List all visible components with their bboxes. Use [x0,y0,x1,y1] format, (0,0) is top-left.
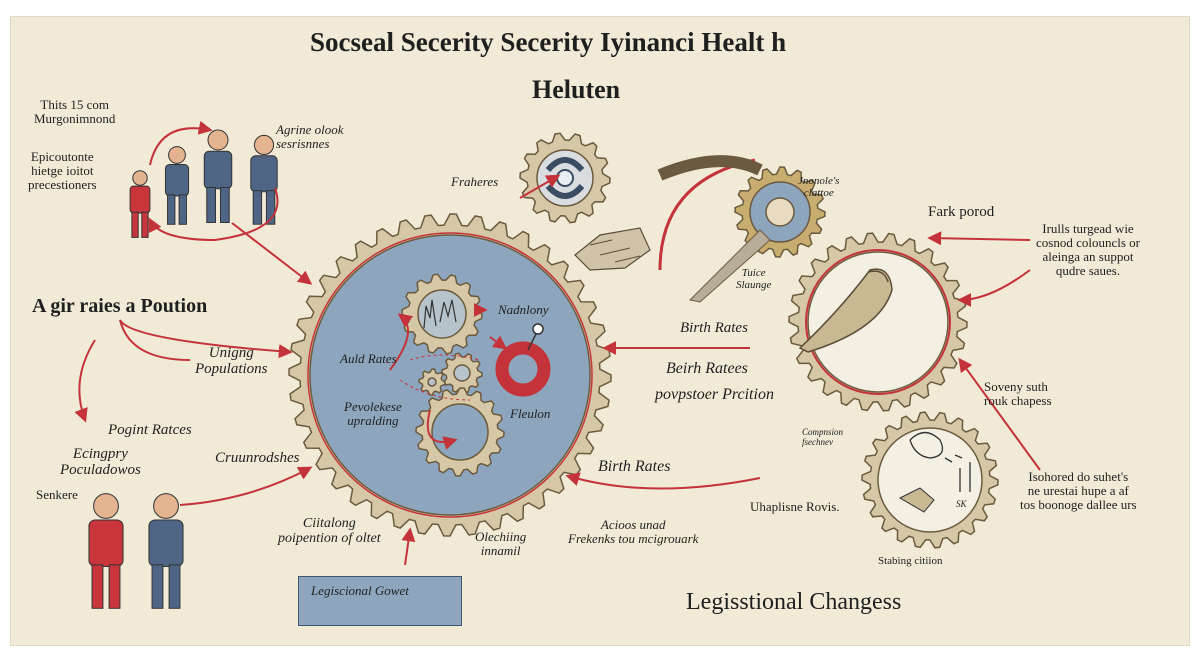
arrow-icon [489,335,508,350]
label-birth-rates-3: Birth Rates [598,458,671,475]
label-senkere: Senkere [36,487,78,502]
label-poypstoer: povpstoer Prcition [655,386,774,403]
label-compnsion: Compnsion fsechnev [802,427,844,447]
arrow-icon [426,409,458,450]
label-auld-rates: Auld Rates [340,351,397,366]
person-icon [129,170,151,238]
arrow-icon [958,357,1041,471]
arrow-icon [927,231,1031,246]
person-icon [203,129,233,223]
lever-icon [688,229,771,303]
label-soveny: Soveny suth rouk chapess [984,379,1052,409]
label-uhaplisne: Uhaplisne Rovis. [750,499,840,514]
label-pogint-rates: Pogint Ratces [108,422,192,438]
person-icon [250,134,278,225]
person-icon [148,493,184,609]
label-legislational-changes: Legisstional Changess [686,589,902,615]
legislation-box: Legiscional Gowet [298,576,462,626]
arrow-icon [149,120,213,166]
label-jnonole: Jnonole's clattoe [798,175,840,199]
chart-icon [423,299,457,329]
arrow-icon [389,313,414,371]
machine-fragment-icon [574,227,651,271]
inner-gear-small-icon [418,368,446,396]
label-birth-rates-2: Beirh Ratees [666,360,748,377]
arrow-icon [74,339,96,423]
arrow-icon [231,222,313,285]
label-aging-population: A gir raies a Poution [32,295,208,317]
arrow-icon [957,269,1031,307]
label-fraheres: Fraheres [451,174,499,189]
label-pevolekese: Pevolekese upralding [344,399,402,429]
gear-bottom-right-icon [861,411,999,549]
label-unging-populations: Unigng Populations [195,345,268,378]
label-tuice: Tuice Slaunge [736,267,772,291]
label-isohored: Isohored do suhet's ne urestai hupe a af… [1020,469,1137,513]
page-subtitle: Heluten [532,75,621,104]
arrow-icon [401,527,416,566]
label-irulls: Irulls turgead wie cosnod colouncls or a… [1036,221,1140,279]
label-stabing: Stabing citiion [878,555,943,567]
arrow-icon [148,187,279,242]
label-ciitalong: Ciitalong poipention of oltet [278,516,381,547]
label-sk: SK [956,499,967,509]
person-icon [88,493,124,609]
inner-gear-mid-icon [441,352,483,394]
label-cruunrodshes: Cruunrodshes [215,450,300,466]
label-fark-porod: Fark porod [928,204,995,220]
legislation-box-label: Legiscional Gowet [311,583,409,598]
label-top-people: Agrine olook sesrisnnes [276,122,344,152]
label-fleulon: Fleulon [510,406,551,421]
horn-icon [798,268,893,353]
label-top-left: Thits 15 com Murgonimnond [34,97,116,127]
label-top-left-2: Epicoutonte hietge ioitot precestioners [28,149,97,193]
person-icon [164,146,190,225]
arrow-icon [179,466,313,506]
gear-right-icon [788,232,968,412]
label-nadnlony: Nadnlony [498,302,549,317]
connector-line [399,354,481,401]
label-acioos: Acioos unad Frekenks tou mcigrouark [568,517,699,547]
arrow-icon [519,174,561,199]
arrow-icon [565,472,761,490]
page-title: Socseal Secerity Secerity Iyinanci Healt… [310,27,787,57]
label-olechiing: Olechiing innamil [475,529,527,559]
label-birth-rates-1: Birth Rates [680,320,748,336]
label-ecingpry: Ecingpry Poculadowos [60,446,141,479]
arrow-icon [119,319,293,361]
ring-icon [495,323,551,397]
